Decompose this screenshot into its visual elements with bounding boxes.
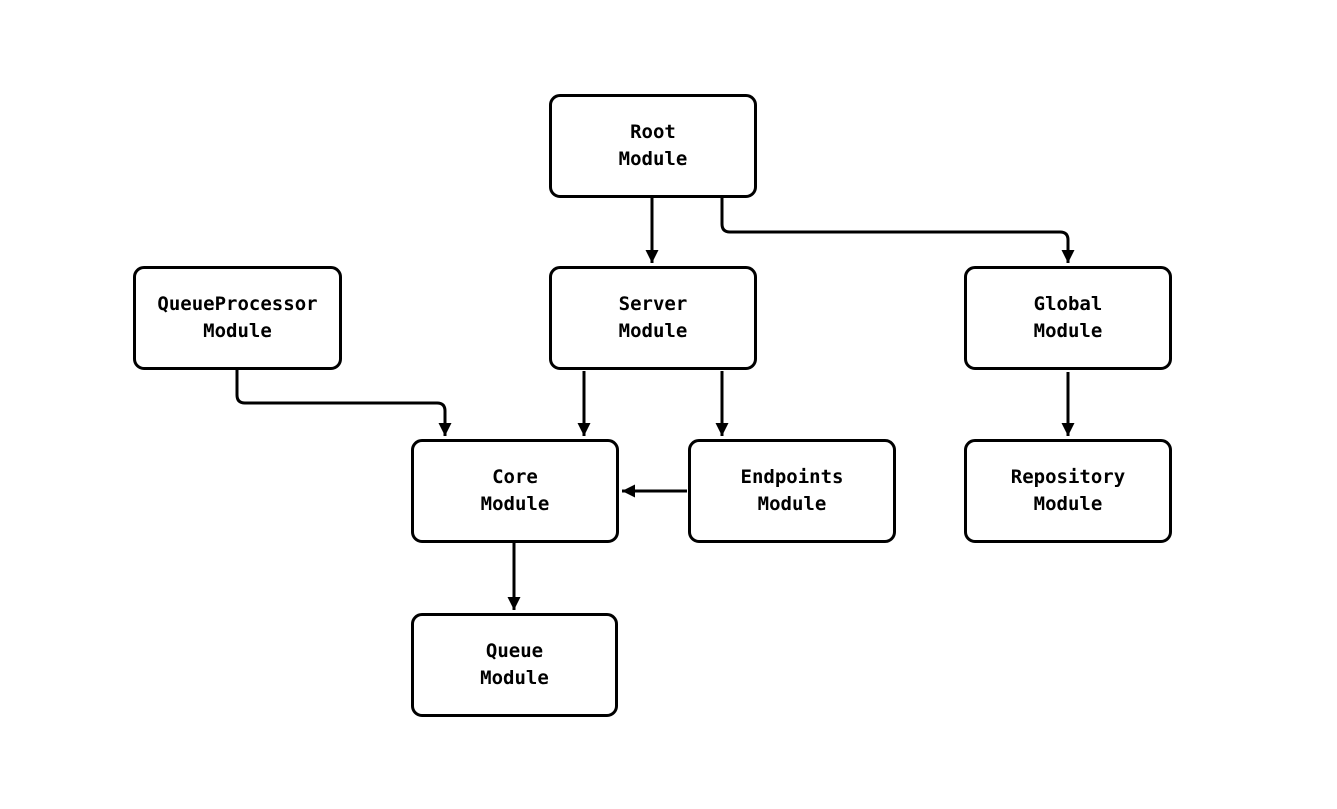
edge-root-to-global <box>720 198 1075 263</box>
node-label: Module <box>480 667 549 689</box>
node-endpoints-module: Endpoints Module <box>688 439 896 543</box>
node-label: Endpoints <box>740 466 844 488</box>
node-label: Module <box>618 320 688 342</box>
node-queue-module: Queue Module <box>411 613 618 717</box>
node-server-module: Server Module <box>549 266 757 370</box>
node-core-module: Core Module <box>411 439 619 543</box>
node-root-module: Root Module <box>549 94 757 198</box>
node-queueprocessor-module: QueueProcessor Module <box>133 266 342 370</box>
node-label: Module <box>1033 320 1103 342</box>
node-label: Module <box>480 493 550 515</box>
node-global-module: Global Module <box>964 266 1172 370</box>
node-label: Module <box>618 148 688 170</box>
edge-queueprocessor-to-core <box>235 369 452 436</box>
node-label: QueueProcessor <box>157 293 318 315</box>
node-label: Module <box>1033 493 1103 515</box>
node-label: Queue <box>485 640 544 662</box>
node-label: Core <box>492 466 538 488</box>
node-label: Repository <box>1010 466 1126 488</box>
node-label: Module <box>757 493 827 515</box>
node-repository-module: Repository Module <box>964 439 1172 543</box>
node-label: Global <box>1033 293 1103 315</box>
node-label: Root <box>630 121 676 143</box>
node-label: Server <box>618 293 688 315</box>
node-label: Module <box>203 320 272 342</box>
